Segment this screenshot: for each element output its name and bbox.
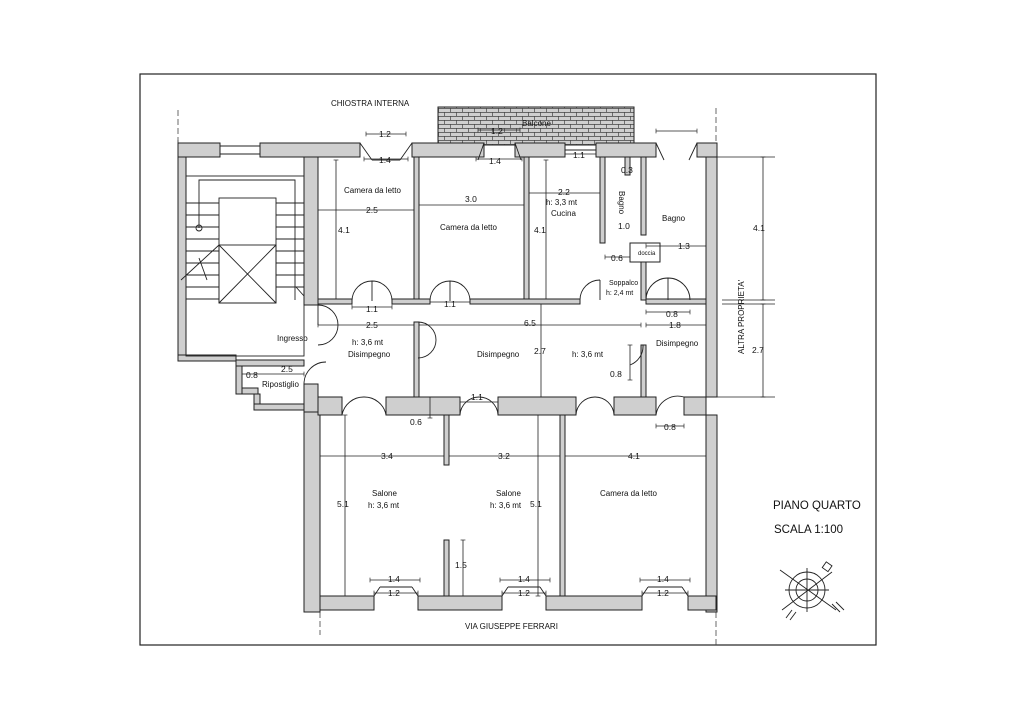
room-hall-left: Disimpegno [348,350,391,359]
stairwell [180,175,305,357]
room-hall-right: Disimpegno [656,339,699,348]
dim-label: 1.2 [518,588,530,598]
street-label: VIA GIUSEPPE FERRARI [465,622,558,631]
dim-label: 1.4 [518,574,530,584]
dim-label: 1.4 [489,156,501,166]
dim-label: 2.5 [281,364,293,374]
loft-height: h: 2,4 mt [606,290,633,297]
dim-label: 2.2 [558,187,570,197]
dim-label: 3.4 [381,451,393,461]
dim-label: 1.1 [573,150,585,160]
dim-label: 5.1 [530,499,542,509]
dim-label: 0.8 [666,309,678,319]
other-property-label: ALTRA PROPRIETA' [737,279,746,354]
dim-label: 1.4 [388,574,400,584]
sheet-frame [139,73,877,646]
dim-label: 4.1 [628,451,640,461]
plan-labels: CHIOSTRA INTERNA Balcone VIA GIUSEPPE FE… [262,99,861,631]
dim-label: 1.8 [669,320,681,330]
living-1-height: h: 3,6 mt [368,501,400,510]
floor-title: PIANO QUARTO [773,500,861,512]
dim-label: 1.3 [678,241,690,251]
dim-label: 0.6 [410,417,422,427]
dim-label: 1.5 [455,560,467,570]
dim-label: 2.7 [534,346,546,356]
room-entrance: Ingresso [277,334,308,343]
courtyard-label: CHIOSTRA INTERNA [331,99,410,108]
dim-label: 1.1 [366,304,378,314]
room-bath: Bagno [662,214,686,223]
hall-center-height: h: 3,6 mt [572,350,604,359]
room-living-1: Salone [372,489,397,498]
dim-label: 0.8 [610,369,622,379]
scale-label: SCALA 1:100 [774,524,843,536]
dim-label: 6.5 [524,318,536,328]
dim-label: 3.2 [498,451,510,461]
room-bedroom-3: Camera da letto [600,489,657,498]
dim-label: 0.3 [621,165,633,175]
balcony-label: Balcone [522,119,551,128]
room-hall-center: Disimpegno [477,350,520,359]
dim-label: 4.1 [753,223,765,233]
dim-label: 1.0 [618,221,630,231]
walls [177,142,718,613]
dim-label: 0.6 [611,253,623,263]
dim-label: 2.5 [366,205,378,215]
dim-label: 4.1 [534,225,546,235]
dim-label: 0.8 [246,370,258,380]
dim-label: 1.4 [379,155,391,165]
dim-label: 1.2 [657,588,669,598]
dim-label: 1.2 [379,129,391,139]
living-2-height: h: 3,6 mt [490,501,522,510]
room-kitchen: Cucina [551,209,576,218]
dimension-labels: 1.2 1.4 1.2 1.4 1.1 0.3 2.5 4.1 3.0 2.2 … [246,126,765,598]
room-bedroom-2: Camera da letto [440,223,497,232]
room-storage: Ripostiglio [262,380,299,389]
hall-left-height: h: 3,6 mt [352,338,384,347]
dim-label: 2.7 [752,345,764,355]
dim-label: 1.2 [491,126,503,136]
dim-label: 0.8 [664,422,676,432]
dimension-lines [241,127,775,597]
dim-label: 1.4 [657,574,669,584]
room-bedroom-1: Camera da letto [344,186,401,195]
room-shower: doccia [638,251,656,257]
shower-wall [624,156,631,176]
room-loft: Soppalco [609,280,638,287]
room-living-2: Salone [496,489,521,498]
dim-label: 1.2 [388,588,400,598]
dim-label: 2.5 [366,320,378,330]
dim-label: 5.1 [337,499,349,509]
dim-label: 1.1 [444,299,456,309]
room-bath-small: Bagno [617,191,626,215]
kitchen-height: h: 3,3 mt [546,198,578,207]
compass-rose [779,561,845,621]
dim-label: 4.1 [338,225,350,235]
dim-label: 1.1 [471,392,483,402]
dim-label: 3.0 [465,194,477,204]
balcony [437,106,635,146]
